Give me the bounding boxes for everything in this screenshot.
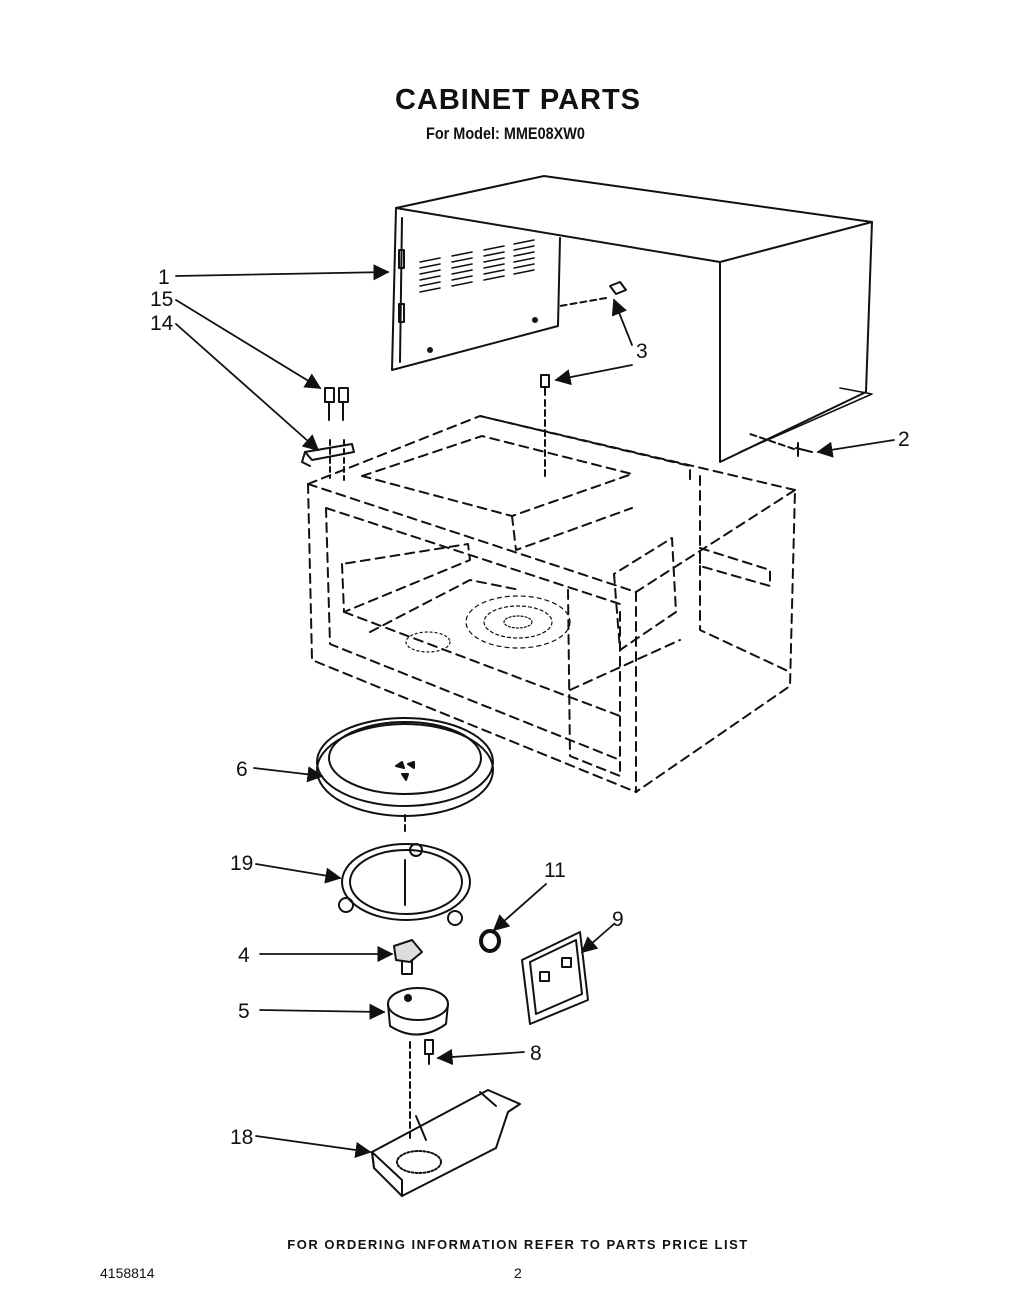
callout-4: 4 <box>238 944 250 967</box>
callout-14: 14 <box>150 312 174 335</box>
turntable-floor-vents <box>405 595 571 653</box>
callout-9: 9 <box>612 908 624 931</box>
callout-6: 6 <box>236 758 248 781</box>
model-subtitle: For Model: MME08XW0 <box>426 124 585 143</box>
glass-tray-6 <box>316 717 494 833</box>
screw-3-top <box>540 374 550 477</box>
roller-ring-19 <box>338 843 471 926</box>
callout-8: 8 <box>530 1042 542 1065</box>
screw-8 <box>424 1039 434 1065</box>
page-title: CABINET PARTS <box>394 84 642 116</box>
callout-19: 19 <box>230 852 253 875</box>
cabinet-cover <box>391 175 873 463</box>
page-number: 2 <box>514 1265 522 1281</box>
coupler-4 <box>393 939 423 975</box>
chassis-outline <box>307 415 796 793</box>
callout-11: 11 <box>544 859 566 882</box>
callout-1: 1 <box>158 266 170 289</box>
ordering-note: FOR ORDERING INFORMATION REFER TO PARTS … <box>287 1237 749 1252</box>
screw-3-rear <box>559 281 627 307</box>
callout-15: 15 <box>150 288 173 311</box>
callout-2: 2 <box>898 428 910 451</box>
hinge-plate-14 <box>301 443 355 467</box>
hinge-screws-15 <box>324 387 349 481</box>
cover-plate-9 <box>521 931 589 1025</box>
screw-2 <box>749 433 813 457</box>
cover-vents <box>419 239 535 293</box>
callout-leaders <box>175 264 895 1158</box>
turntable-motor-5 <box>387 987 449 1141</box>
callout-18: 18 <box>230 1126 253 1149</box>
washer-11 <box>479 929 501 953</box>
callout-5: 5 <box>238 1000 250 1023</box>
callout-3: 3 <box>636 340 648 363</box>
document-number: 4158814 <box>100 1265 155 1281</box>
motor-cover-18 <box>371 1089 521 1197</box>
